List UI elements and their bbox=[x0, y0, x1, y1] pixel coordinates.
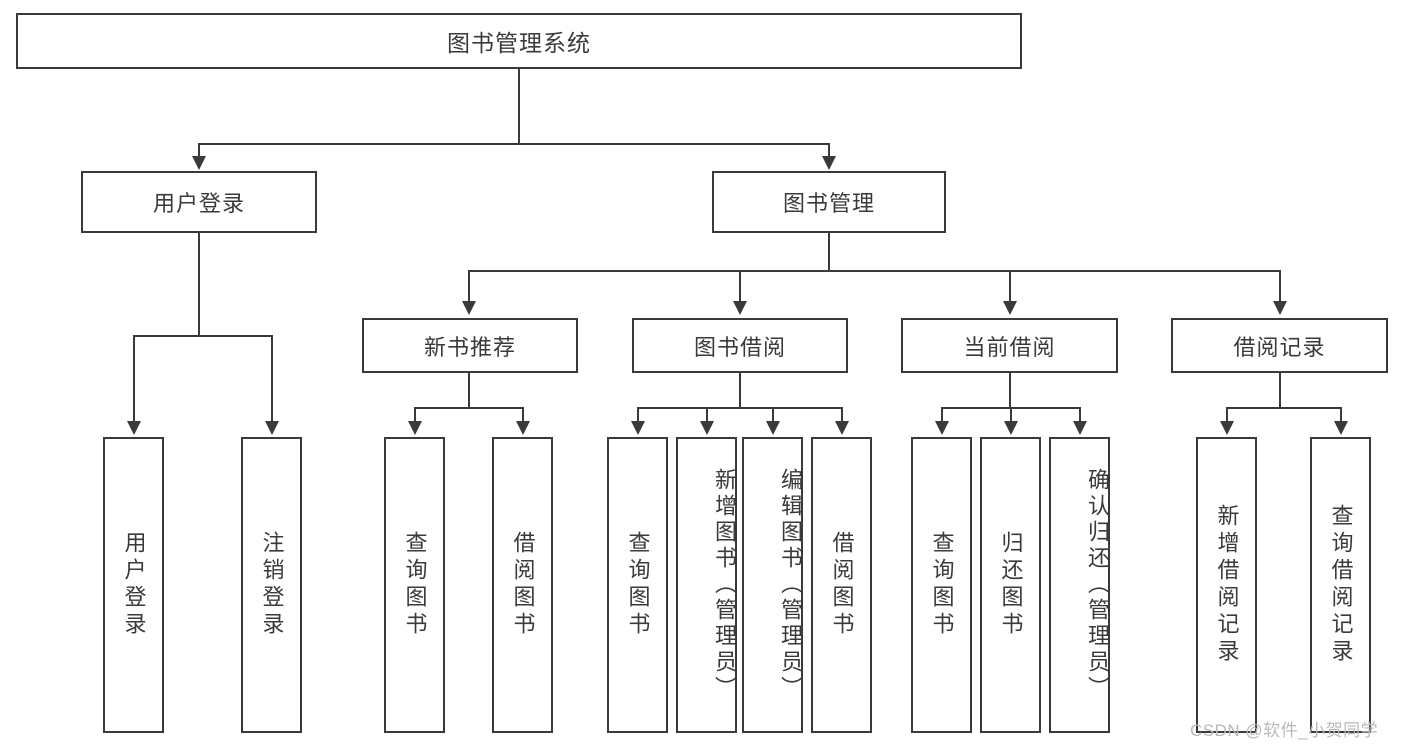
arrow-bm-to-new-book-icon bbox=[462, 301, 476, 315]
node-book-management[interactable]: 图书管理 bbox=[712, 171, 946, 233]
leaf-book-borrow-query-book[interactable]: 查询图书 bbox=[607, 437, 668, 733]
node-user-login[interactable]: 用户登录 bbox=[81, 171, 317, 233]
arrow-bm-to-current-borrow-icon bbox=[1003, 301, 1017, 315]
connector-root-to-user-login bbox=[198, 143, 200, 157]
connector-root-bus bbox=[198, 143, 830, 145]
connector-current-borrow-leaf-2 bbox=[1010, 407, 1012, 423]
node-current-borrow[interactable]: 当前借阅 bbox=[901, 318, 1118, 373]
leaf-book-borrow-edit-book-admin[interactable]: 编辑图书（管理员） bbox=[742, 437, 803, 733]
leaf-new-book-query-book[interactable]: 查询图书 bbox=[384, 437, 445, 733]
connector-root-to-book-management bbox=[828, 143, 830, 157]
connector-current-borrow-leaf-1 bbox=[941, 407, 943, 423]
connector-current-borrow-leaf-3 bbox=[1079, 407, 1081, 423]
connector-user-login-bus bbox=[133, 335, 273, 337]
arrow-current-borrow-leaf-3-icon bbox=[1073, 421, 1087, 435]
connector-book-borrow-leaf-4 bbox=[841, 407, 843, 423]
node-book-borrow[interactable]: 图书借阅 bbox=[632, 318, 848, 373]
connector-new-book-leaf-2 bbox=[522, 407, 524, 423]
connector-root-stem bbox=[518, 69, 520, 143]
arrow-user-login-leaf-1-icon bbox=[127, 421, 141, 435]
arrow-new-book-leaf-2-icon bbox=[516, 421, 530, 435]
arrow-root-to-book-management-icon bbox=[822, 156, 836, 170]
arrow-user-login-leaf-2-icon bbox=[265, 421, 279, 435]
connector-book-borrow-leaf-2 bbox=[706, 407, 708, 423]
leaf-book-borrow-add-book-admin[interactable]: 新增图书（管理员） bbox=[676, 437, 737, 733]
arrow-book-borrow-leaf-2-icon bbox=[700, 421, 714, 435]
connector-borrow-record-stem bbox=[1279, 373, 1281, 409]
connector-user-login-leaf-1 bbox=[133, 335, 135, 423]
arrow-book-borrow-leaf-4-icon bbox=[835, 421, 849, 435]
connector-user-login-stem bbox=[198, 233, 200, 335]
leaf-logout[interactable]: 注销登录 bbox=[241, 437, 302, 733]
arrow-bm-to-book-borrow-icon bbox=[733, 301, 747, 315]
connector-new-book-stem bbox=[468, 373, 470, 409]
connector-bm-to-book-borrow bbox=[739, 270, 741, 303]
arrow-borrow-record-leaf-1-icon bbox=[1220, 421, 1234, 435]
node-root-book-management-system[interactable]: 图书管理系统 bbox=[16, 13, 1022, 69]
leaf-new-book-borrow-book[interactable]: 借阅图书 bbox=[492, 437, 553, 733]
arrow-root-to-user-login-icon bbox=[192, 156, 206, 170]
leaf-borrow-record-add-record[interactable]: 新增借阅记录 bbox=[1196, 437, 1257, 733]
connector-user-login-leaf-2 bbox=[271, 335, 273, 423]
csdn-watermark: CSDN @软件_小贺同学 bbox=[1190, 721, 1379, 740]
node-borrow-record[interactable]: 借阅记录 bbox=[1171, 318, 1388, 373]
arrow-borrow-record-leaf-2-icon bbox=[1334, 421, 1348, 435]
arrow-bm-to-borrow-record-icon bbox=[1273, 301, 1287, 315]
connector-book-management-bus bbox=[468, 270, 1280, 272]
connector-book-borrow-bus bbox=[637, 407, 843, 409]
connector-borrow-record-leaf-1 bbox=[1226, 407, 1228, 423]
leaf-user-login[interactable]: 用户登录 bbox=[103, 437, 164, 733]
node-new-book-recommend[interactable]: 新书推荐 bbox=[362, 318, 578, 373]
leaf-current-borrow-return-book[interactable]: 归还图书 bbox=[980, 437, 1041, 733]
arrow-book-borrow-leaf-3-icon bbox=[766, 421, 780, 435]
arrow-new-book-leaf-1-icon bbox=[408, 421, 422, 435]
connector-book-borrow-leaf-1 bbox=[637, 407, 639, 423]
connector-new-book-leaf-1 bbox=[414, 407, 416, 423]
connector-borrow-record-bus bbox=[1226, 407, 1342, 409]
leaf-borrow-record-query-record[interactable]: 查询借阅记录 bbox=[1310, 437, 1371, 733]
connector-bm-to-new-book bbox=[468, 270, 470, 303]
leaf-book-borrow-borrow-book[interactable]: 借阅图书 bbox=[811, 437, 872, 733]
connector-book-management-stem bbox=[828, 233, 830, 272]
connector-bm-to-borrow-record bbox=[1279, 270, 1281, 303]
leaf-current-borrow-confirm-return-admin[interactable]: 确认归还（管理员） bbox=[1049, 437, 1110, 733]
arrow-current-borrow-leaf-2-icon bbox=[1004, 421, 1018, 435]
connector-book-borrow-leaf-3 bbox=[772, 407, 774, 423]
leaf-current-borrow-query-book[interactable]: 查询图书 bbox=[911, 437, 972, 733]
connector-current-borrow-stem bbox=[1009, 373, 1011, 409]
arrow-book-borrow-leaf-1-icon bbox=[631, 421, 645, 435]
connector-bm-to-current-borrow bbox=[1009, 270, 1011, 303]
connector-borrow-record-leaf-2 bbox=[1340, 407, 1342, 423]
arrow-current-borrow-leaf-1-icon bbox=[935, 421, 949, 435]
connector-book-borrow-stem bbox=[739, 373, 741, 409]
connector-new-book-bus bbox=[414, 407, 524, 409]
